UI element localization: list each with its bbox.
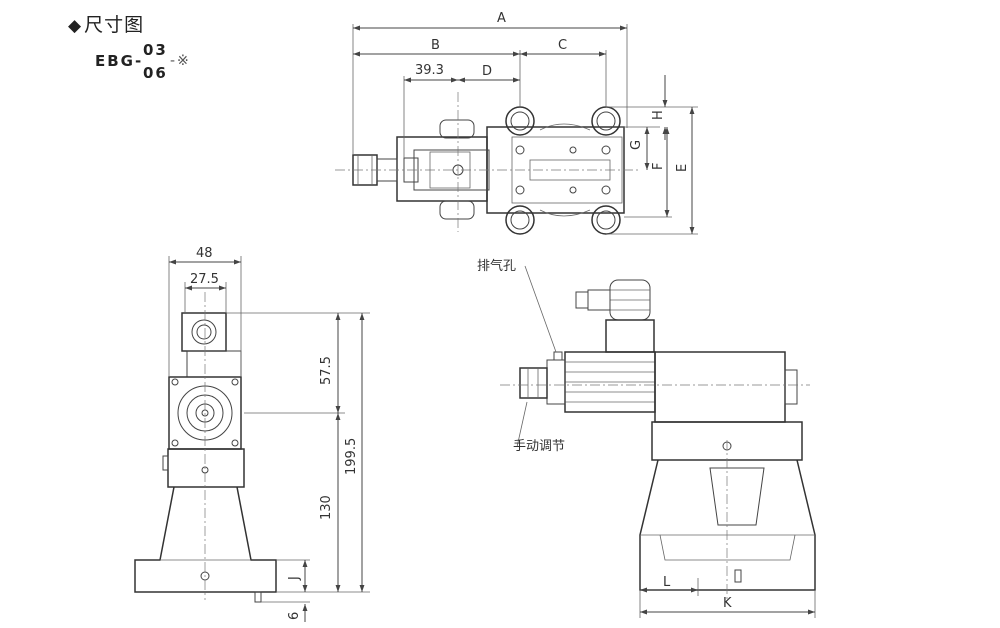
model-size-bottom: 06	[143, 64, 168, 82]
model-prefix: EBG-	[95, 52, 144, 70]
dim-C: C	[558, 38, 567, 53]
dim-K: K	[723, 596, 732, 611]
model-suffix: -※	[170, 53, 191, 69]
dim-D: D	[482, 64, 492, 79]
dim-A: A	[497, 11, 506, 26]
dim-G: G	[629, 140, 644, 150]
manual-adjust-label: 手动调节	[513, 439, 565, 454]
dim-E: E	[675, 164, 690, 172]
diamond-icon: ◆	[68, 16, 83, 36]
dim-48: 48	[196, 246, 213, 261]
vent-hole-label: 排气孔	[477, 258, 516, 274]
dim-L: L	[663, 575, 671, 590]
model-size-top: 03	[143, 41, 168, 59]
dim-B: B	[431, 38, 440, 53]
front-view: 48 27.5 57.5 199.5 130 J 6	[134, 246, 370, 622]
dim-130: 130	[319, 495, 334, 520]
dim-39-3: 39.3	[415, 63, 444, 78]
top-view: A B C 39.3 D H G F E	[335, 11, 698, 235]
dim-27-5: 27.5	[190, 272, 219, 287]
dim-F: F	[651, 163, 666, 170]
model-code: EBG- 03 06 -※	[95, 41, 189, 82]
dim-H: H	[651, 110, 666, 120]
side-view: L K 排气孔 手动调节	[477, 258, 816, 618]
dim-57-5: 57.5	[319, 356, 334, 385]
page-title: ◆尺寸图	[68, 10, 144, 37]
dim-J: J	[287, 576, 302, 581]
dim-199-5: 199.5	[344, 438, 359, 475]
dim-6: 6	[287, 612, 302, 620]
title-text: 尺寸图	[84, 14, 145, 36]
